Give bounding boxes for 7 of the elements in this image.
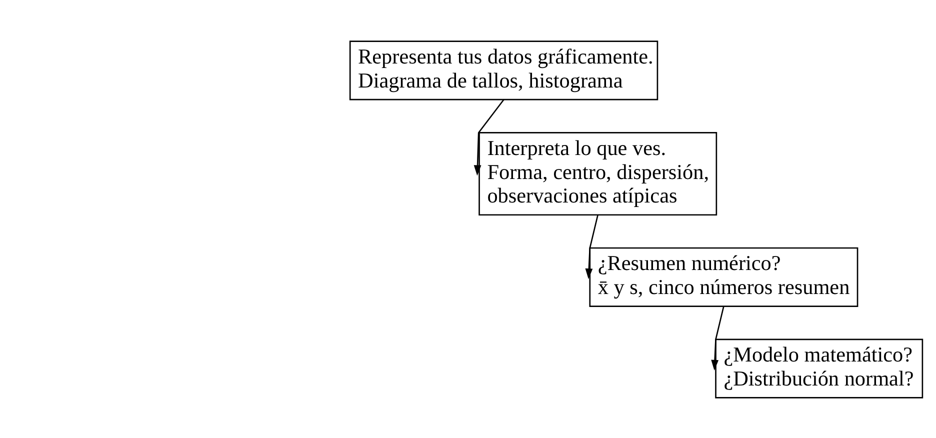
node-box: Representa tus datos gráficamente. Diagrama de tallos, histograma [349,40,658,100]
arrow [711,306,724,370]
node-box: Interpreta lo que ves. Forma, centro, dispersión, observaciones atípicas [478,132,718,216]
node-box: ¿Resumen numérico? x̄ y s, cinco números resumen [589,246,858,306]
node-box: ¿Modelo matemático? ¿Distribución normal? [715,338,924,398]
arrow [585,214,598,279]
arrow [474,98,504,176]
